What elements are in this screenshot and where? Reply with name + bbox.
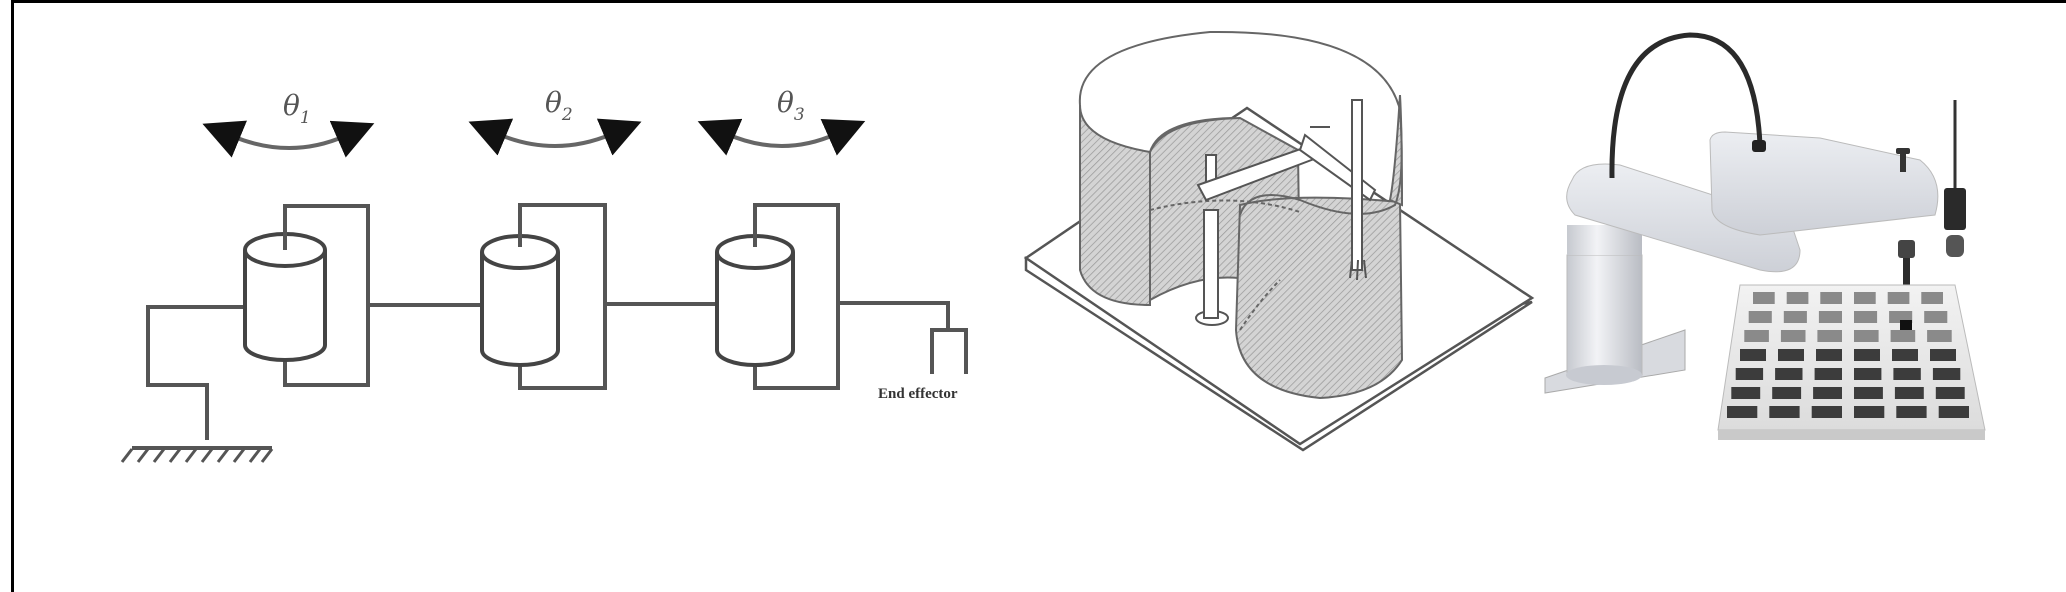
scara-arm-1: [1566, 163, 1801, 273]
tray-cell: [1818, 311, 1842, 323]
tray-cell: [1854, 292, 1876, 304]
tray-cell: [1753, 292, 1775, 304]
tray-cell: [1935, 387, 1965, 399]
workspace-gripper-icon: [1349, 259, 1367, 281]
scara-arm-2: [1709, 131, 1939, 236]
tray-cell: [1735, 368, 1764, 380]
tray-cell: [1780, 330, 1806, 342]
tray-cell: [1786, 292, 1809, 304]
ground-link: [146, 305, 245, 440]
tray-cell: [1783, 311, 1807, 323]
tray-cell: [1817, 330, 1842, 342]
tray-cell: [1854, 387, 1883, 399]
tray-cell: [1890, 330, 1916, 342]
tray-cell: [1854, 311, 1878, 323]
tray-cell: [1854, 368, 1882, 380]
tray-cell-grid: [1727, 292, 1969, 418]
tray-cell: [1814, 368, 1842, 380]
tray-cell: [1813, 387, 1842, 399]
tray-cell: [1854, 330, 1879, 342]
tray-cell: [1769, 406, 1800, 418]
tray-cell: [1854, 406, 1885, 418]
tray-cell: [1820, 292, 1842, 304]
joint1-rotation-arrow-icon: [202, 120, 375, 158]
tray-cell: [1932, 368, 1961, 380]
tray-cell: [1731, 387, 1761, 399]
tray-cell: [1892, 349, 1918, 361]
end-effector-gripper: [930, 328, 968, 374]
frame-border-left: [11, 0, 14, 592]
scara-cable: [1609, 32, 1763, 179]
tray-cell: [1811, 406, 1842, 418]
tray-cell: [1927, 330, 1952, 342]
tray-cell: [1740, 349, 1766, 361]
tray-cell: [1727, 406, 1758, 418]
scara-tray: [1717, 284, 1986, 440]
tray-cell: [1778, 349, 1804, 361]
scara-column: [1566, 225, 1643, 385]
joint2-rotation-arrow-icon: [468, 118, 642, 156]
tray-cell: [1854, 349, 1880, 361]
tray-cell: [1887, 292, 1910, 304]
link-3-ee: [838, 301, 950, 330]
tray-cell: [1921, 292, 1943, 304]
end-effector-label: End effector: [878, 386, 958, 402]
tray-cell: [1896, 406, 1927, 418]
kinematic-schematic: θ1 θ2 θ3 End effector: [120, 86, 968, 463]
joint3-rotation-arrow-icon: [697, 118, 866, 156]
theta2-label: θ2: [545, 86, 573, 125]
tray-cell: [1893, 368, 1921, 380]
workspace-robot-arm: [1195, 99, 1377, 326]
scara-sensor-icon: [1944, 188, 1966, 230]
tray-cell: [1816, 349, 1842, 361]
tray-cell: [1748, 311, 1772, 323]
theta1-label: θ1: [283, 89, 311, 128]
tray-cell: [1744, 330, 1769, 342]
frame-border-top: [11, 0, 2066, 3]
theta3-label: θ3: [777, 86, 805, 125]
tray-cell: [1775, 368, 1803, 380]
tray-cell: [1924, 311, 1948, 323]
tray-cell: [1894, 387, 1924, 399]
joint1-cylinder-icon: [243, 232, 327, 362]
joint3-cylinder-icon: [715, 234, 795, 367]
tray-cell: [1938, 406, 1969, 418]
ground-hatch-icon: [120, 448, 274, 463]
tray-cell: [1930, 349, 1956, 361]
tray-cell: [1772, 387, 1802, 399]
